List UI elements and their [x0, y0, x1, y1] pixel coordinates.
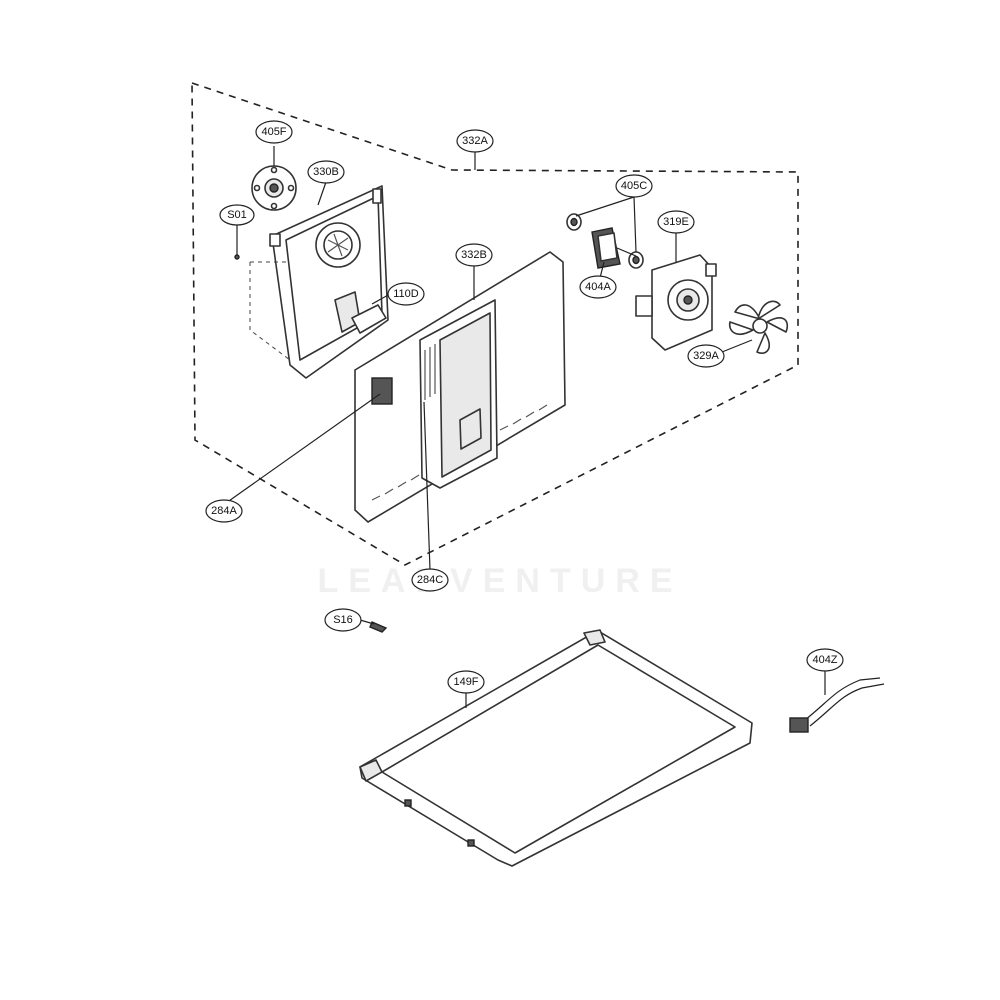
svg-text:332A: 332A [462, 135, 488, 147]
svg-text:110D: 110D [393, 288, 419, 300]
svg-text:284A: 284A [211, 505, 237, 517]
callout-404a[interactable]: 404A [579, 275, 617, 299]
svg-text:S01: S01 [227, 209, 247, 221]
callout-330b[interactable]: 330B [307, 160, 345, 184]
callout-149f[interactable]: 149F [447, 670, 485, 694]
part-404a-fan-motor [591, 227, 637, 269]
part-404z-wire-harness [789, 677, 885, 733]
part-330b-fan-plate [249, 185, 389, 379]
svg-text:284C: 284C [417, 574, 443, 586]
callout-284c[interactable]: 284C [411, 568, 449, 592]
svg-text:330B: 330B [313, 166, 339, 178]
part-319e-fan-housing [635, 254, 717, 351]
svg-text:405C: 405C [621, 180, 647, 192]
svg-text:319E: 319E [663, 216, 689, 228]
callout-s16[interactable]: S16 [324, 608, 362, 632]
svg-text:404A: 404A [585, 281, 611, 293]
part-332b-evaporator-cover [354, 251, 566, 523]
callout-332a[interactable]: 332A [456, 129, 494, 153]
svg-text:329A: 329A [693, 350, 719, 362]
callout-329a[interactable]: 329A [687, 344, 725, 368]
callout-s01[interactable]: S01 [219, 204, 255, 226]
callout-404z[interactable]: 404Z [806, 648, 844, 672]
svg-text:405F: 405F [261, 126, 286, 138]
part-149f-glass-shelf [359, 629, 753, 867]
part-329a-fan-blade [728, 300, 789, 354]
svg-text:149F: 149F [453, 676, 478, 688]
callout-284a[interactable]: 284A [205, 499, 243, 523]
callout-405f[interactable]: 405F [255, 120, 293, 144]
callout-319e[interactable]: 319E [657, 210, 695, 234]
svg-text:332B: 332B [461, 249, 487, 261]
part-405f-motor-mount [251, 165, 297, 211]
leader-lines [225, 146, 826, 708]
assembly-boundary [191, 81, 799, 566]
callout-405c[interactable]: 405C [615, 174, 653, 198]
part-s01-screw [234, 228, 240, 260]
callout-332b[interactable]: 332B [455, 243, 493, 267]
svg-text:404Z: 404Z [812, 654, 837, 666]
part-s16-screw [369, 621, 388, 633]
callout-110d[interactable]: 110D [387, 282, 425, 306]
svg-text:S16: S16 [333, 614, 353, 626]
watermark: LEADVENTURE [317, 562, 682, 600]
